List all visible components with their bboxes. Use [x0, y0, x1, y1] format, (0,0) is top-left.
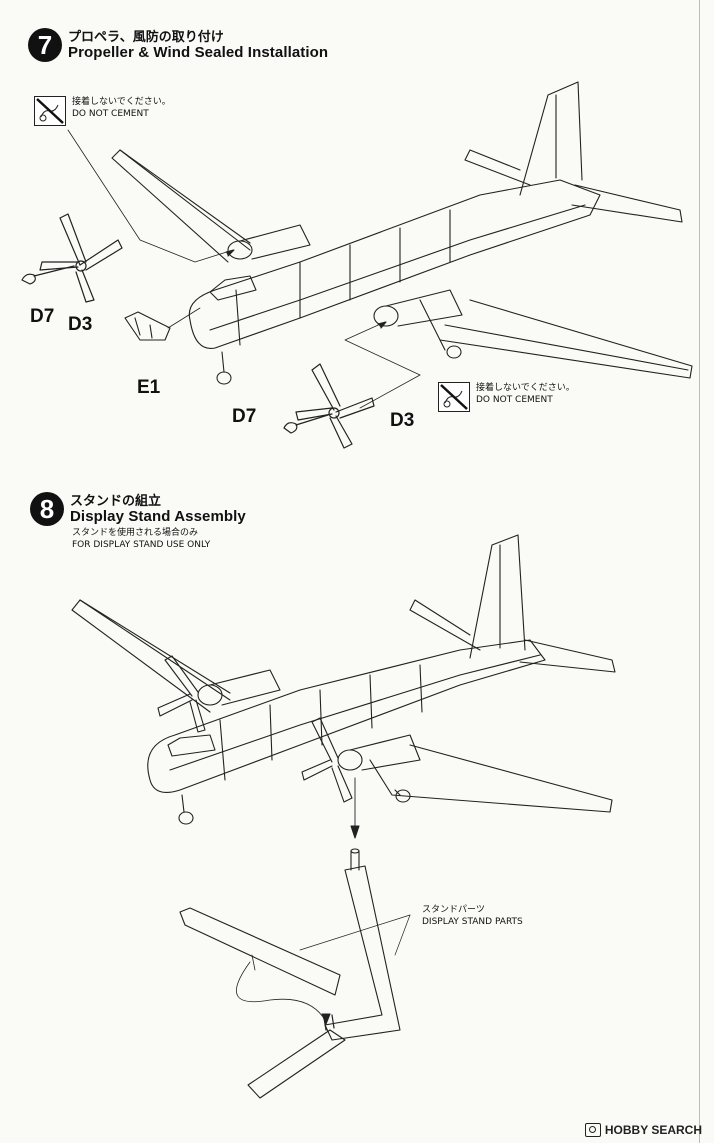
- part-label-d7-right: D7: [232, 406, 257, 427]
- note-1-en: DO NOT CEMENT: [72, 109, 149, 119]
- do-not-cement-note-1: 接着しないでください。 DO NOT CEMENT: [34, 96, 171, 126]
- hobbysearch-watermark: HOBBY SEARCH: [584, 1123, 702, 1137]
- part-label-e1: E1: [137, 377, 161, 398]
- step-7-title-jp: プロペラ、風防の取り付け: [68, 30, 224, 45]
- step-7-title-en: Propeller & Wind Sealed Installation: [68, 44, 329, 61]
- no-glue-icon: [34, 96, 66, 126]
- step-8-sub-jp: スタンドを使用される場合のみ: [72, 528, 199, 538]
- aircraft-step-7: [111, 81, 693, 385]
- stand-parts-en: DISPLAY STAND PARTS: [422, 917, 523, 927]
- do-not-cement-note-2: 接着しないでください。 DO NOT CEMENT: [438, 382, 575, 412]
- hobbysearch-logo-icon: [584, 1123, 601, 1137]
- note-2-jp: 接着しないでください。: [476, 383, 575, 393]
- step-7-number: 7: [28, 28, 62, 62]
- part-label-d3-right: D3: [390, 410, 415, 431]
- display-stand: [179, 848, 411, 1099]
- stand-parts-jp: スタンドパーツ: [422, 905, 485, 915]
- part-label-d7-left: D7: [30, 306, 55, 327]
- page-edge: [699, 0, 700, 1143]
- step-8-title-jp: スタンドの組立: [70, 494, 162, 509]
- no-glue-icon: [438, 382, 470, 412]
- part-label-d3-left: D3: [68, 314, 93, 335]
- watermark-text: HOBBY SEARCH: [604, 1123, 702, 1137]
- step-8-title-en: Display Stand Assembly: [70, 508, 246, 525]
- aircraft-step-8: [71, 534, 616, 839]
- note-1-jp: 接着しないでください。: [72, 97, 171, 107]
- propeller-left: [21, 213, 123, 303]
- step-8-number: 8: [30, 492, 64, 526]
- step-8-sub-en: FOR DISPLAY STAND USE ONLY: [72, 540, 211, 550]
- windshield-part-e1: [124, 311, 171, 341]
- note-2-en: DO NOT CEMENT: [476, 395, 553, 405]
- propeller-right: [283, 363, 375, 449]
